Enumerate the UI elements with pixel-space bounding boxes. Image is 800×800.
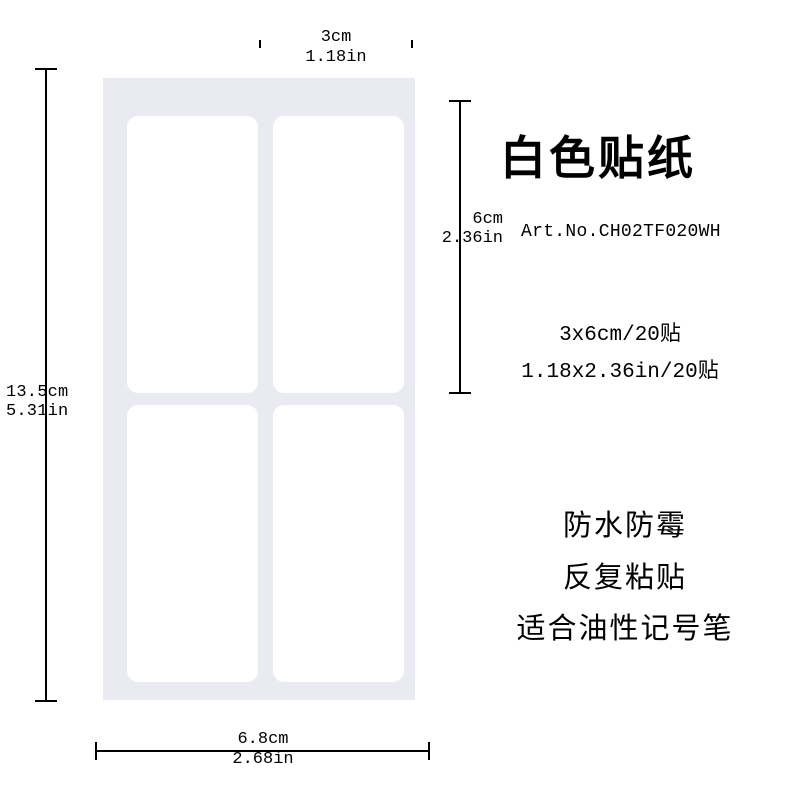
dimension-line-sheet-height [35,68,57,702]
dimension-value-cm: 13.5cm [6,383,69,402]
product-title: 白色贴纸 [500,131,696,185]
dimension-tick-left [95,742,97,760]
dimension-tick-top [449,100,471,102]
sticker-label [273,116,404,393]
dimension-label-sheet-width: 6.8cm 2.68in [163,730,363,769]
dimension-value-in: 5.31in [6,402,69,422]
dimension-label-label-width: 3cm 1.18in [236,28,436,68]
dimension-line-label-height [449,100,471,394]
dimension-tick-top [35,68,57,70]
article-number: Art.No.CH02TF020WH [521,222,721,242]
dimension-tick-bottom [449,392,471,394]
dimension-tick-bottom [35,700,57,702]
sticker-label [127,405,258,682]
dimension-value-cm: 3cm [320,28,352,47]
sticker-label [273,405,404,682]
dimension-label-label-height: 6cm 2.36in [425,210,503,248]
feature-item: 适合油性记号笔 [516,611,734,646]
sticker-label [127,116,258,393]
feature-list: 防水防霉 反复粘贴 适合油性记号笔 [480,500,770,655]
dimension-value-in: 2.36in [441,229,503,249]
dimension-value-cm: 6.8cm [237,730,289,749]
size-specification: 3x6cm/20贴 1.18x2.36in/20贴 [495,318,745,392]
size-metric: 3x6cm/20贴 [559,324,681,347]
sticker-sheet [103,78,415,700]
dimension-tick-right [428,742,430,760]
label-grid [103,78,415,700]
dimension-value-in: 1.18in [236,47,436,68]
dimension-value-cm: 6cm [472,210,503,229]
feature-item: 防水防霉 [562,508,687,542]
dimension-label-sheet-height: 13.5cm 5.31in [6,383,98,421]
dimension-value-in: 2.68in [232,749,294,769]
size-imperial: 1.18x2.36in/20贴 [521,360,719,384]
dimension-line-sheet-width [95,742,430,760]
feature-item: 反复粘贴 [562,559,687,594]
